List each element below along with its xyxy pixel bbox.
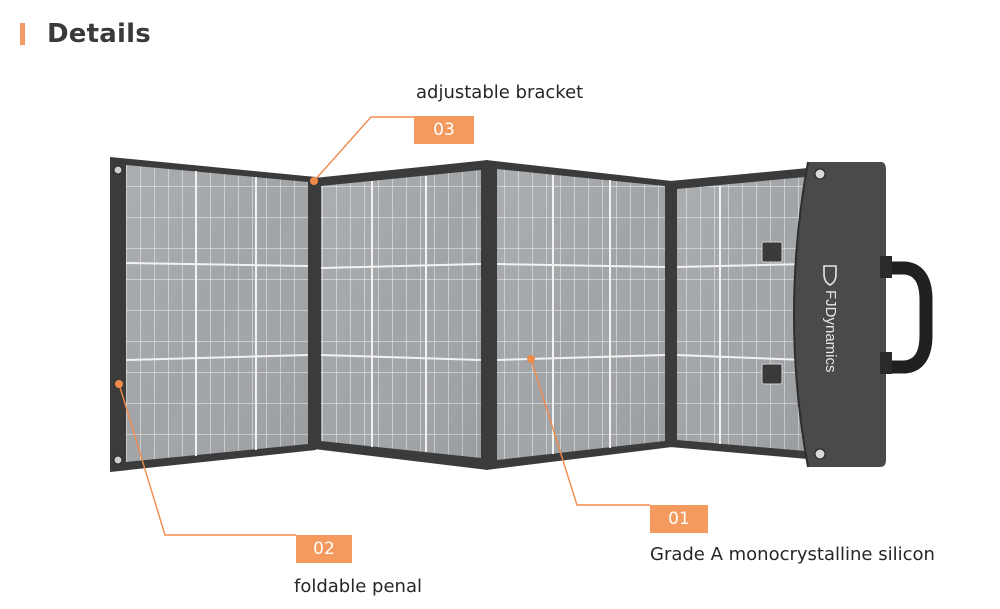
callout-caption-02: foldable penal bbox=[294, 576, 422, 597]
solar-panel-segment-3 bbox=[486, 160, 672, 470]
shield-logo-icon bbox=[823, 265, 837, 286]
leader-line-01 bbox=[530, 358, 650, 506]
callout-badge-03: 03 bbox=[414, 116, 474, 144]
section-heading: Details bbox=[20, 16, 151, 52]
page-title: Details bbox=[47, 19, 151, 49]
heading-accent-bar bbox=[20, 23, 25, 45]
leader-line-03 bbox=[313, 116, 414, 182]
callout-leaders bbox=[115, 116, 650, 536]
callout-badge-01: 01 bbox=[650, 505, 708, 533]
callout-badge-02: 02 bbox=[296, 535, 352, 563]
solar-panel-segment-4 bbox=[670, 168, 808, 459]
leader-line-02 bbox=[118, 383, 296, 536]
brand-label: FJDynamics bbox=[822, 290, 839, 373]
leader-dot-01 bbox=[527, 355, 535, 363]
leader-dot-03 bbox=[310, 177, 318, 185]
solar-panel-segment-2 bbox=[314, 160, 488, 470]
leader-dot-02 bbox=[115, 380, 123, 388]
solar-panel-segment-1 bbox=[110, 157, 316, 472]
carrying-case: FJDynamics bbox=[761, 161, 933, 468]
callout-caption-03: adjustable bracket bbox=[416, 82, 584, 103]
callout-caption-01: Grade A monocrystalline silicon bbox=[650, 544, 935, 565]
